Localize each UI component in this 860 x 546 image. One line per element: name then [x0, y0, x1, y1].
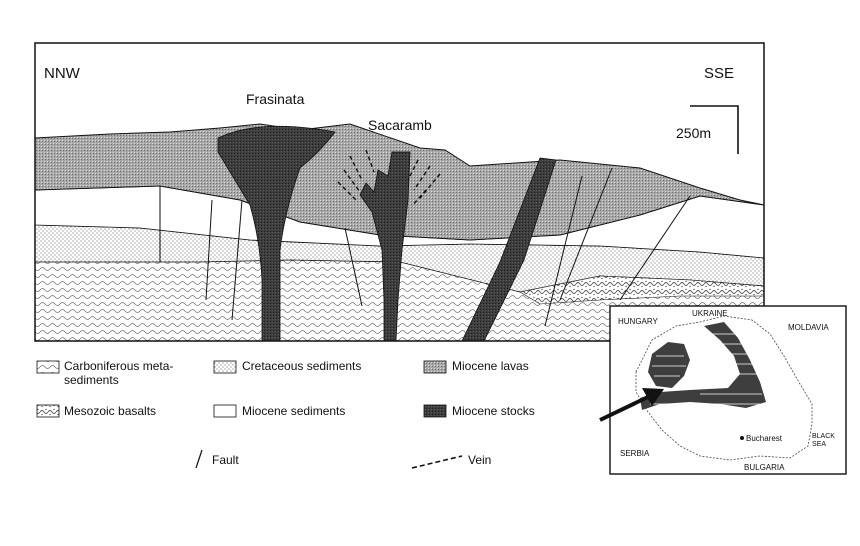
legend-vein-symbol [411, 455, 463, 469]
romania-outline [635, 315, 813, 461]
legend-swatch-cretaceous [213, 360, 237, 374]
legend-label-carboniferous-1: Carboniferous meta- [64, 359, 173, 373]
legend-label-stocks: Miocene stocks [452, 404, 535, 418]
cross-section [35, 43, 764, 341]
legend-swatch-carboniferous [36, 360, 60, 374]
basalt-lens [519, 275, 764, 305]
legend-fault-symbol [195, 449, 203, 469]
label-bulgaria: BULGARIA [744, 463, 785, 472]
legend-label-lavas: Miocene lavas [452, 359, 529, 373]
label-ukraine: UKRAINE [692, 309, 728, 318]
label-serbia: SERBIA [620, 449, 650, 458]
sky-area [35, 43, 764, 205]
legend-label-miocene-sediments: Miocene sediments [242, 404, 345, 418]
legend-label-basalts: Mesozoic basalts [64, 404, 156, 418]
location-arrow [599, 388, 664, 422]
locality-sacaramb: Sacaramb [368, 117, 432, 133]
scale-label: 250m [676, 125, 711, 141]
belt-hatching [650, 333, 762, 405]
legend-label-vein: Vein [468, 453, 491, 467]
legend-swatch-miocene-sediments [213, 404, 237, 418]
veins [337, 149, 441, 207]
legend-label-cretaceous: Cretaceous sediments [242, 359, 361, 373]
legend-swatch-stocks [423, 404, 447, 418]
sacaramb-stock [359, 151, 411, 341]
scale-bar: 250m [676, 105, 739, 154]
bucharest-dot [740, 436, 744, 440]
inset-map: HUNGARY UKRAINE MOLDAVIA Bucharest BLACK… [599, 305, 847, 475]
apuseni-mountains [648, 342, 690, 388]
legend-label-carboniferous-2: sediments [64, 373, 119, 387]
direction-sse: SSE [704, 65, 734, 82]
label-black-sea-1: BLACK [812, 433, 835, 440]
legend-label-fault: Fault [212, 453, 239, 467]
direction-nnw: NNW [44, 65, 81, 82]
label-hungary: HUNGARY [618, 317, 659, 326]
legend-swatch-basalts [36, 404, 60, 418]
locality-frasinata: Frasinata [246, 91, 305, 107]
legend-swatch-lavas [423, 360, 447, 374]
label-bucharest: Bucharest [746, 434, 783, 443]
label-black-sea-2: SEA [812, 441, 826, 448]
frasinata-stock [217, 125, 336, 341]
faults [159, 167, 691, 327]
legend: Carboniferous meta- sediments Cretaceous… [36, 359, 535, 469]
se-dike [461, 157, 557, 341]
section-frame [34, 42, 765, 342]
label-moldavia: MOLDAVIA [788, 323, 829, 332]
